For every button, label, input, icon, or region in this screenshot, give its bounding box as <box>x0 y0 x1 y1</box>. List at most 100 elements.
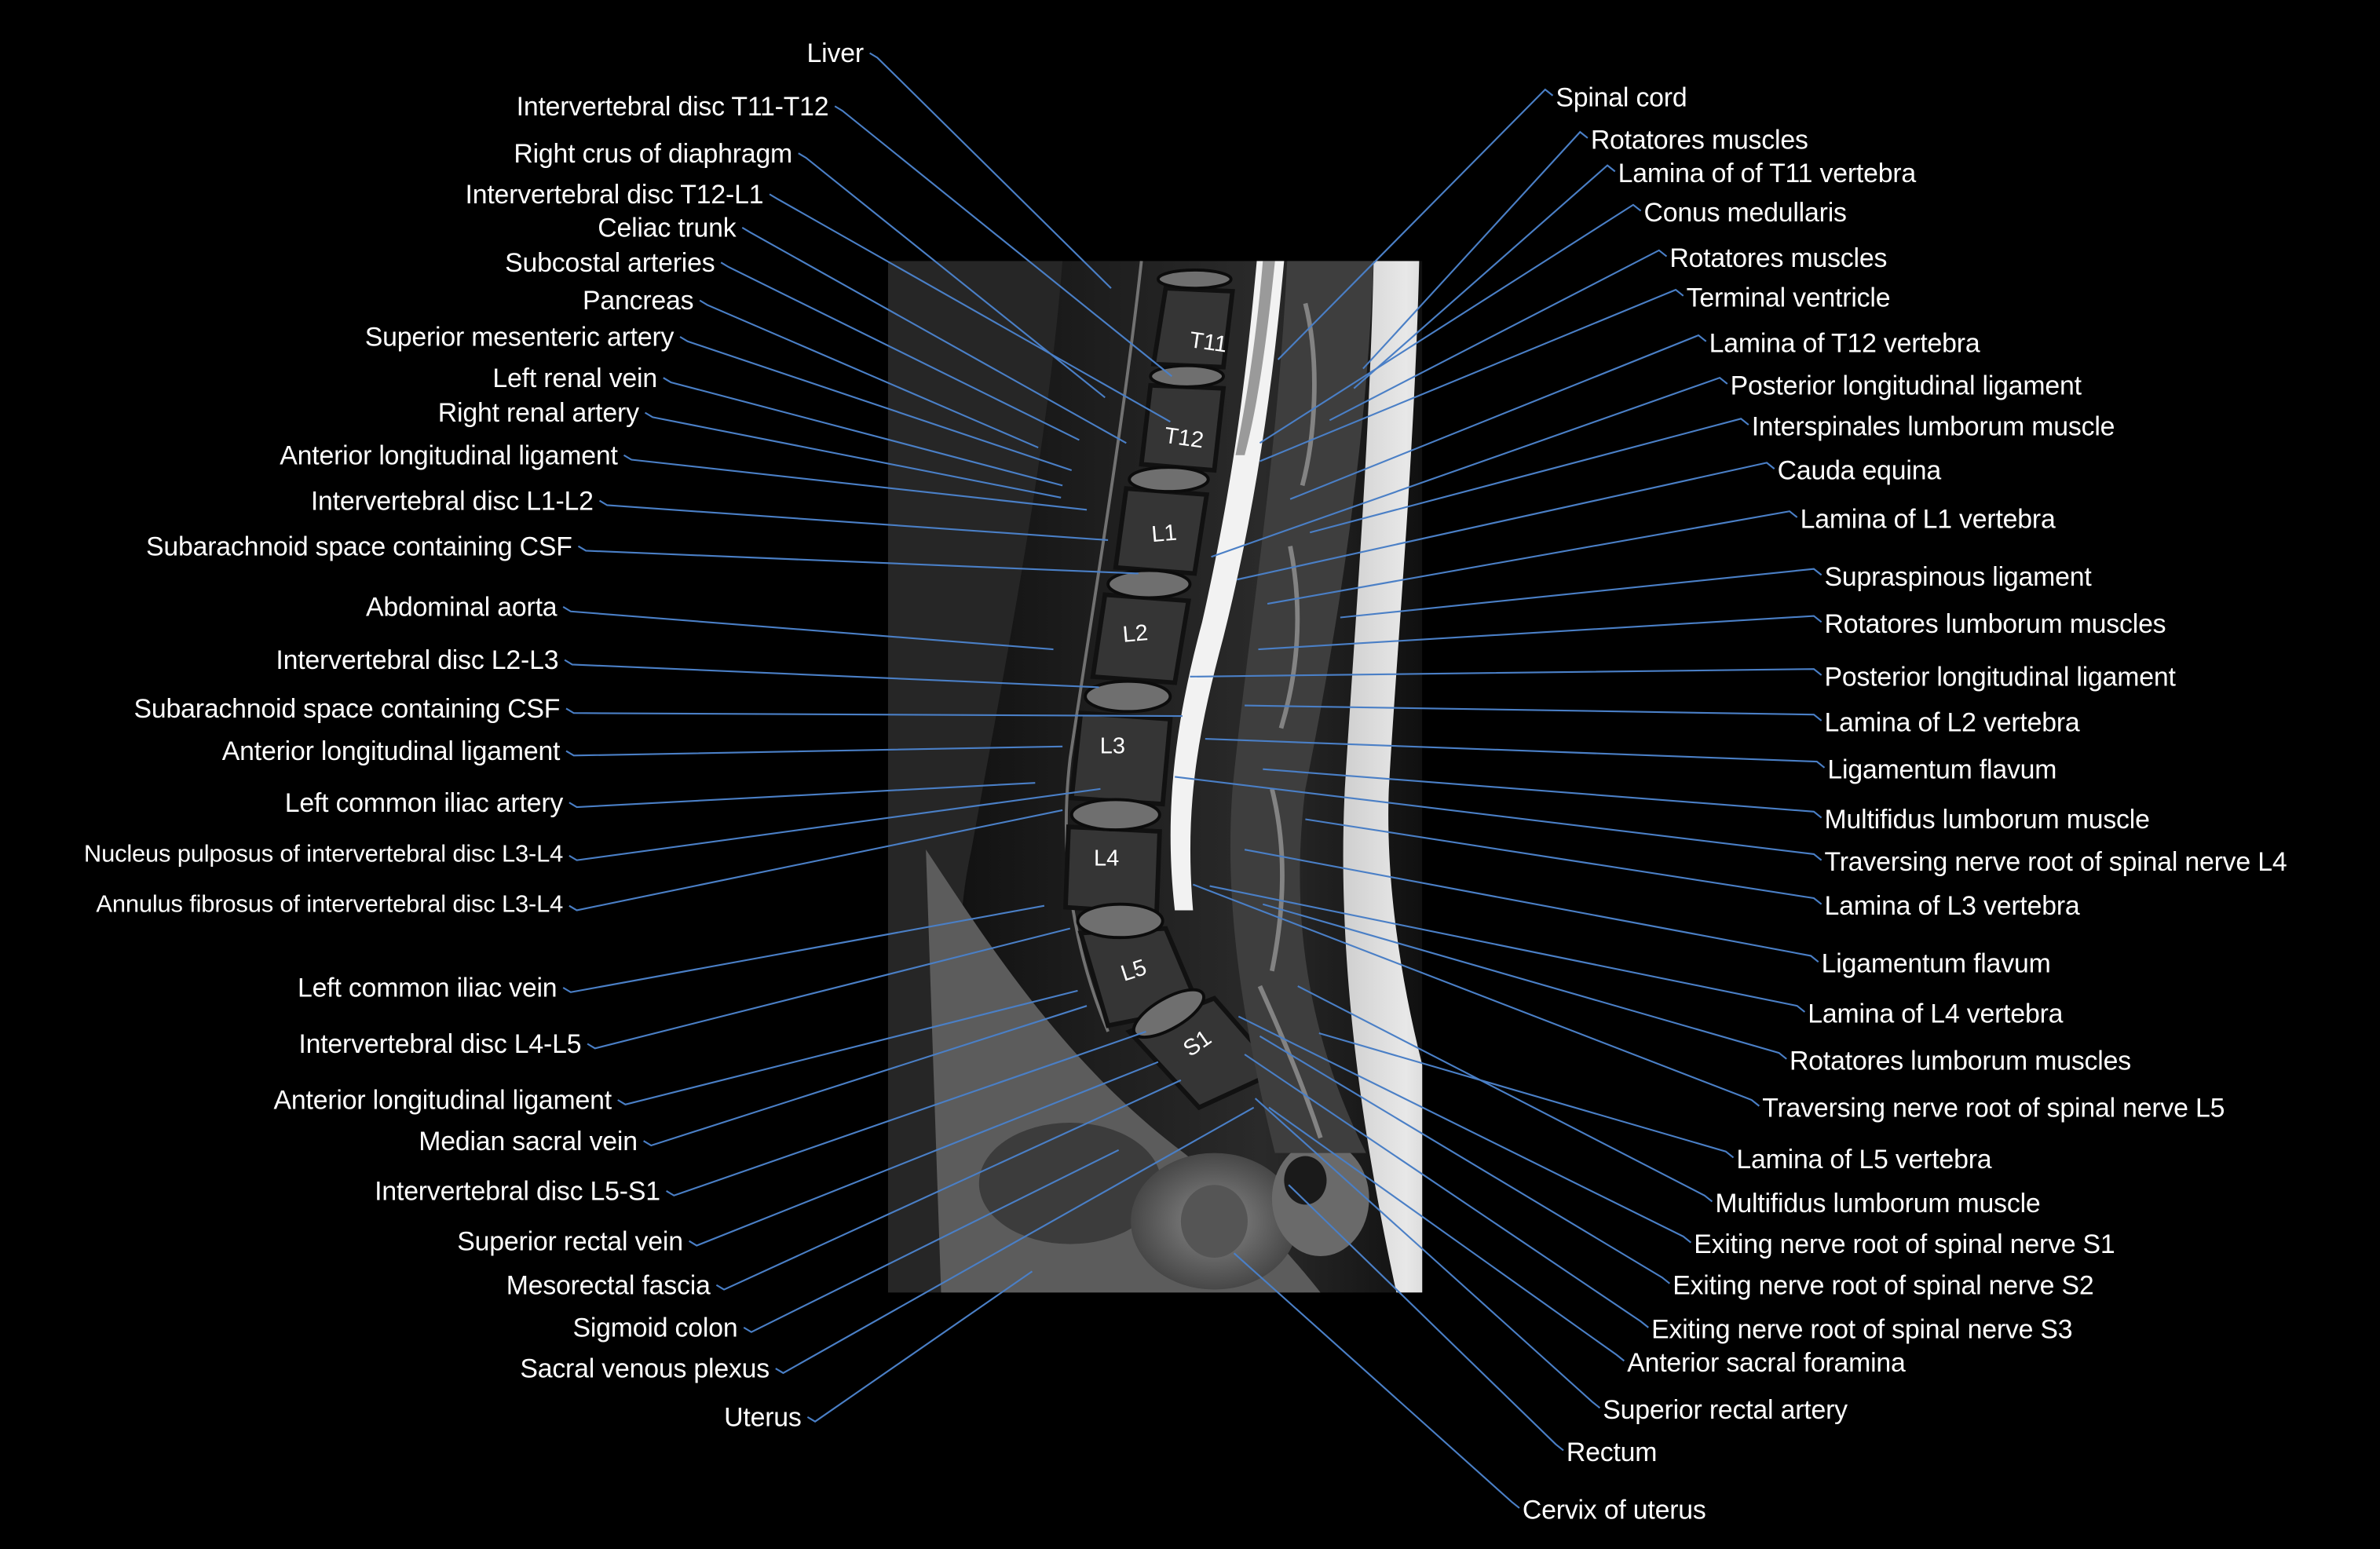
label-right-lamina-of-l2-vertebra-leader-line <box>1245 704 1822 722</box>
label-left-right-renal-artery-leader-line <box>644 411 1062 499</box>
label-left-intervertebral-disc-t11-t12-leader-line <box>834 105 1172 378</box>
label-right-lamina-of-l5-vertebra-leader-line <box>1318 1032 1735 1159</box>
label-left-superior-mesenteric-artery[interactable]: Superior mesenteric artery <box>364 321 675 353</box>
label-right-conus-medullaris[interactable]: Conus medullaris <box>1643 197 1847 228</box>
label-left-intervertebral-disc-l2-l3[interactable]: Intervertebral disc L2-L3 <box>276 645 559 675</box>
label-right-rectum[interactable]: Rectum <box>1566 1437 1658 1467</box>
label-left-uterus[interactable]: Uterus <box>724 1401 802 1433</box>
label-left-subarachnoid-space-containing-csf-leader-line <box>577 545 1139 575</box>
label-left-nucleus-pulposus-of-intervertebral-disc-l3-l4[interactable]: Nucleus pulposus of intervertebral disc … <box>83 842 564 868</box>
label-right-lamina-of-of-t11-vertebra-leader-line <box>1353 164 1616 389</box>
label-left-median-sacral-vein[interactable]: Median sacral vein <box>419 1125 638 1156</box>
label-left-uterus-leader-line <box>806 1270 1033 1423</box>
label-right-traversing-nerve-root-of-spinal-nerve-l4[interactable]: Traversing nerve root of spinal nerve L4 <box>1824 846 2287 877</box>
label-right-exiting-nerve-root-of-spinal-nerve-s1[interactable]: Exiting nerve root of spinal nerve S1 <box>1694 1229 2115 1259</box>
label-right-multifidus-lumborum-muscle[interactable]: Multifidus lumborum muscle <box>1715 1188 2041 1218</box>
label-right-posterior-longitudinal-ligament[interactable]: Posterior longitudinal ligament <box>1730 370 2082 401</box>
label-left-sigmoid-colon[interactable]: Sigmoid colon <box>572 1312 738 1343</box>
label-right-exiting-nerve-root-of-spinal-nerve-s2[interactable]: Exiting nerve root of spinal nerve S2 <box>1673 1270 2094 1301</box>
label-left-left-common-iliac-artery[interactable]: Left common iliac artery <box>284 787 564 818</box>
label-left-intervertebral-disc-l2-l3-leader-line <box>564 659 1099 689</box>
label-left-subcostal-arteries-leader-line <box>720 261 1080 441</box>
label-left-intervertebral-disc-l1-l2[interactable]: Intervertebral disc L1-L2 <box>310 485 594 517</box>
label-right-rotatores-muscles[interactable]: Rotatores muscles <box>1590 124 1808 155</box>
vertebra-label-l1: L1 <box>1150 520 1179 548</box>
label-left-subarachnoid-space-containing-csf[interactable]: Subarachnoid space containing CSF <box>145 531 572 561</box>
label-left-right-renal-artery[interactable]: Right renal artery <box>437 397 639 428</box>
label-right-cervix-of-uterus[interactable]: Cervix of uterus <box>1522 1494 1706 1525</box>
label-left-left-common-iliac-artery-leader-line <box>568 782 1036 809</box>
label-left-intervertebral-disc-t12-l1[interactable]: Intervertebral disc T12-L1 <box>465 179 764 210</box>
label-right-lamina-of-l2-vertebra[interactable]: Lamina of L2 vertebra <box>1824 707 2080 738</box>
label-left-subarachnoid-space-containing-csf[interactable]: Subarachnoid space containing CSF <box>133 693 561 724</box>
label-left-nucleus-pulposus-of-intervertebral-disc-l3-l4-leader-line <box>568 787 1101 861</box>
label-right-terminal-ventricle[interactable]: Terminal ventricle <box>1686 282 1891 313</box>
label-right-lamina-of-t12-vertebra[interactable]: Lamina of T12 vertebra <box>1709 327 1980 359</box>
label-left-right-crus-of-diaphragm[interactable]: Right crus of diaphragm <box>514 137 793 169</box>
label-right-supraspinous-ligament[interactable]: Supraspinous ligament <box>1824 561 2092 592</box>
label-left-anterior-longitudinal-ligament[interactable]: Anterior longitudinal ligament <box>221 736 561 766</box>
label-right-spinal-cord[interactable]: Spinal cord <box>1556 82 1687 112</box>
label-right-posterior-longitudinal-ligament[interactable]: Posterior longitudinal ligament <box>1824 661 2176 692</box>
label-left-intervertebral-disc-l5-s1[interactable]: Intervertebral disc L5-S1 <box>375 1175 660 1207</box>
label-right-multifidus-lumborum-muscle[interactable]: Multifidus lumborum muscle <box>1824 804 2150 835</box>
label-left-intervertebral-disc-t11-t12[interactable]: Intervertebral disc T11-T12 <box>516 90 829 122</box>
label-left-annulus-fibrosus-of-intervertebral-disc-l3-l4[interactable]: Annulus fibrosus of intervertebral disc … <box>96 892 564 919</box>
label-left-intervertebral-disc-l4-l5[interactable]: Intervertebral disc L4-L5 <box>298 1028 582 1059</box>
label-left-abdominal-aorta[interactable]: Abdominal aorta <box>365 591 558 623</box>
label-right-multifidus-lumborum-muscle-leader-line <box>1263 768 1822 819</box>
label-right-lamina-of-l4-vertebra[interactable]: Lamina of L4 vertebra <box>1808 998 2064 1029</box>
label-left-mesorectal-fascia[interactable]: Mesorectal fascia <box>506 1270 711 1301</box>
label-left-anterior-longitudinal-ligament-leader-line <box>565 745 1063 757</box>
label-left-anterior-longitudinal-ligament[interactable]: Anterior longitudinal ligament <box>273 1084 612 1116</box>
label-left-pancreas[interactable]: Pancreas <box>583 285 694 316</box>
label-right-ligamentum-flavum[interactable]: Ligamentum flavum <box>1827 754 2057 785</box>
label-left-celiac-trunk[interactable]: Celiac trunk <box>598 212 737 243</box>
label-right-conus-medullaris-leader-line <box>1259 203 1642 444</box>
vertebra-label-l4: L4 <box>1094 846 1120 872</box>
label-left-left-renal-vein[interactable]: Left renal vein <box>492 362 658 393</box>
label-right-rectum-leader-line <box>1288 1184 1564 1452</box>
label-right-rotatores-lumborum-muscles[interactable]: Rotatores lumborum muscles <box>1790 1045 2131 1076</box>
label-right-lamina-of-l5-vertebra[interactable]: Lamina of L5 vertebra <box>1736 1144 1992 1175</box>
label-left-liver[interactable]: Liver <box>806 38 865 68</box>
label-left-celiac-trunk-leader-line <box>741 226 1127 444</box>
label-right-anterior-sacral-foramina[interactable]: Anterior sacral foramina <box>1627 1346 1906 1378</box>
label-right-cervix-of-uterus-leader-line <box>1233 1252 1520 1509</box>
label-left-anterior-longitudinal-ligament[interactable]: Anterior longitudinal ligament <box>280 440 618 471</box>
label-left-sacral-venous-plexus-leader-line <box>775 1106 1255 1375</box>
label-right-rotatores-lumborum-muscles-leader-line <box>1258 615 1822 651</box>
label-right-superior-rectal-artery[interactable]: Superior rectal artery <box>1603 1394 1848 1425</box>
label-left-subarachnoid-space-containing-csf-leader-line <box>565 707 1183 718</box>
label-right-supraspinous-ligament-leader-line <box>1340 568 1822 619</box>
label-left-left-renal-vein-leader-line <box>663 377 1063 487</box>
label-right-cauda-equina[interactable]: Cauda equina <box>1777 455 1942 486</box>
vertebra-label-l3: L3 <box>1099 733 1126 760</box>
label-right-rotatores-lumborum-muscles-leader-line <box>1262 903 1787 1060</box>
label-left-median-sacral-vein-leader-line <box>643 1005 1088 1147</box>
label-left-pancreas-leader-line <box>699 299 1039 449</box>
label-right-rotatores-muscles-leader-line <box>1362 130 1588 370</box>
label-left-superior-rectal-vein[interactable]: Superior rectal vein <box>457 1226 683 1257</box>
label-right-rotatores-muscles[interactable]: Rotatores muscles <box>1669 243 1888 273</box>
label-right-lamina-of-l3-vertebra[interactable]: Lamina of L3 vertebra <box>1824 890 2080 921</box>
label-left-sacral-venous-plexus[interactable]: Sacral venous plexus <box>520 1353 770 1384</box>
label-right-traversing-nerve-root-of-spinal-nerve-l5[interactable]: Traversing nerve root of spinal nerve L5 <box>1762 1092 2225 1123</box>
label-left-annulus-fibrosus-of-intervertebral-disc-l3-l4-leader-line <box>568 809 1063 911</box>
label-right-superior-rectal-artery-leader-line <box>1254 1098 1601 1409</box>
label-right-ligamentum-flavum[interactable]: Ligamentum flavum <box>1821 948 2051 979</box>
label-right-interspinales-lumborum-muscle[interactable]: Interspinales lumborum muscle <box>1751 411 2115 442</box>
label-right-exiting-nerve-root-of-spinal-nerve-s3-leader-line <box>1244 1054 1649 1328</box>
label-left-anterior-longitudinal-ligament-leader-line <box>623 454 1088 511</box>
label-right-lamina-of-l1-vertebra[interactable]: Lamina of L1 vertebra <box>1800 503 2056 535</box>
label-left-intervertebral-disc-l5-s1-leader-line <box>666 1031 1146 1196</box>
label-right-lamina-of-of-t11-vertebra[interactable]: Lamina of of T11 vertebra <box>1618 157 1917 188</box>
label-right-exiting-nerve-root-of-spinal-nerve-s3[interactable]: Exiting nerve root of spinal nerve S3 <box>1651 1313 2073 1345</box>
label-right-lamina-of-l4-vertebra-leader-line <box>1209 885 1806 1013</box>
label-left-subcostal-arteries[interactable]: Subcostal arteries <box>505 247 715 278</box>
label-left-left-common-iliac-vein[interactable]: Left common iliac vein <box>297 972 558 1003</box>
label-left-sigmoid-colon-leader-line <box>743 1149 1120 1333</box>
label-right-rotatores-lumborum-muscles[interactable]: Rotatores lumborum muscles <box>1824 608 2166 639</box>
label-right-multifidus-lumborum-muscle-leader-line <box>1297 985 1713 1203</box>
